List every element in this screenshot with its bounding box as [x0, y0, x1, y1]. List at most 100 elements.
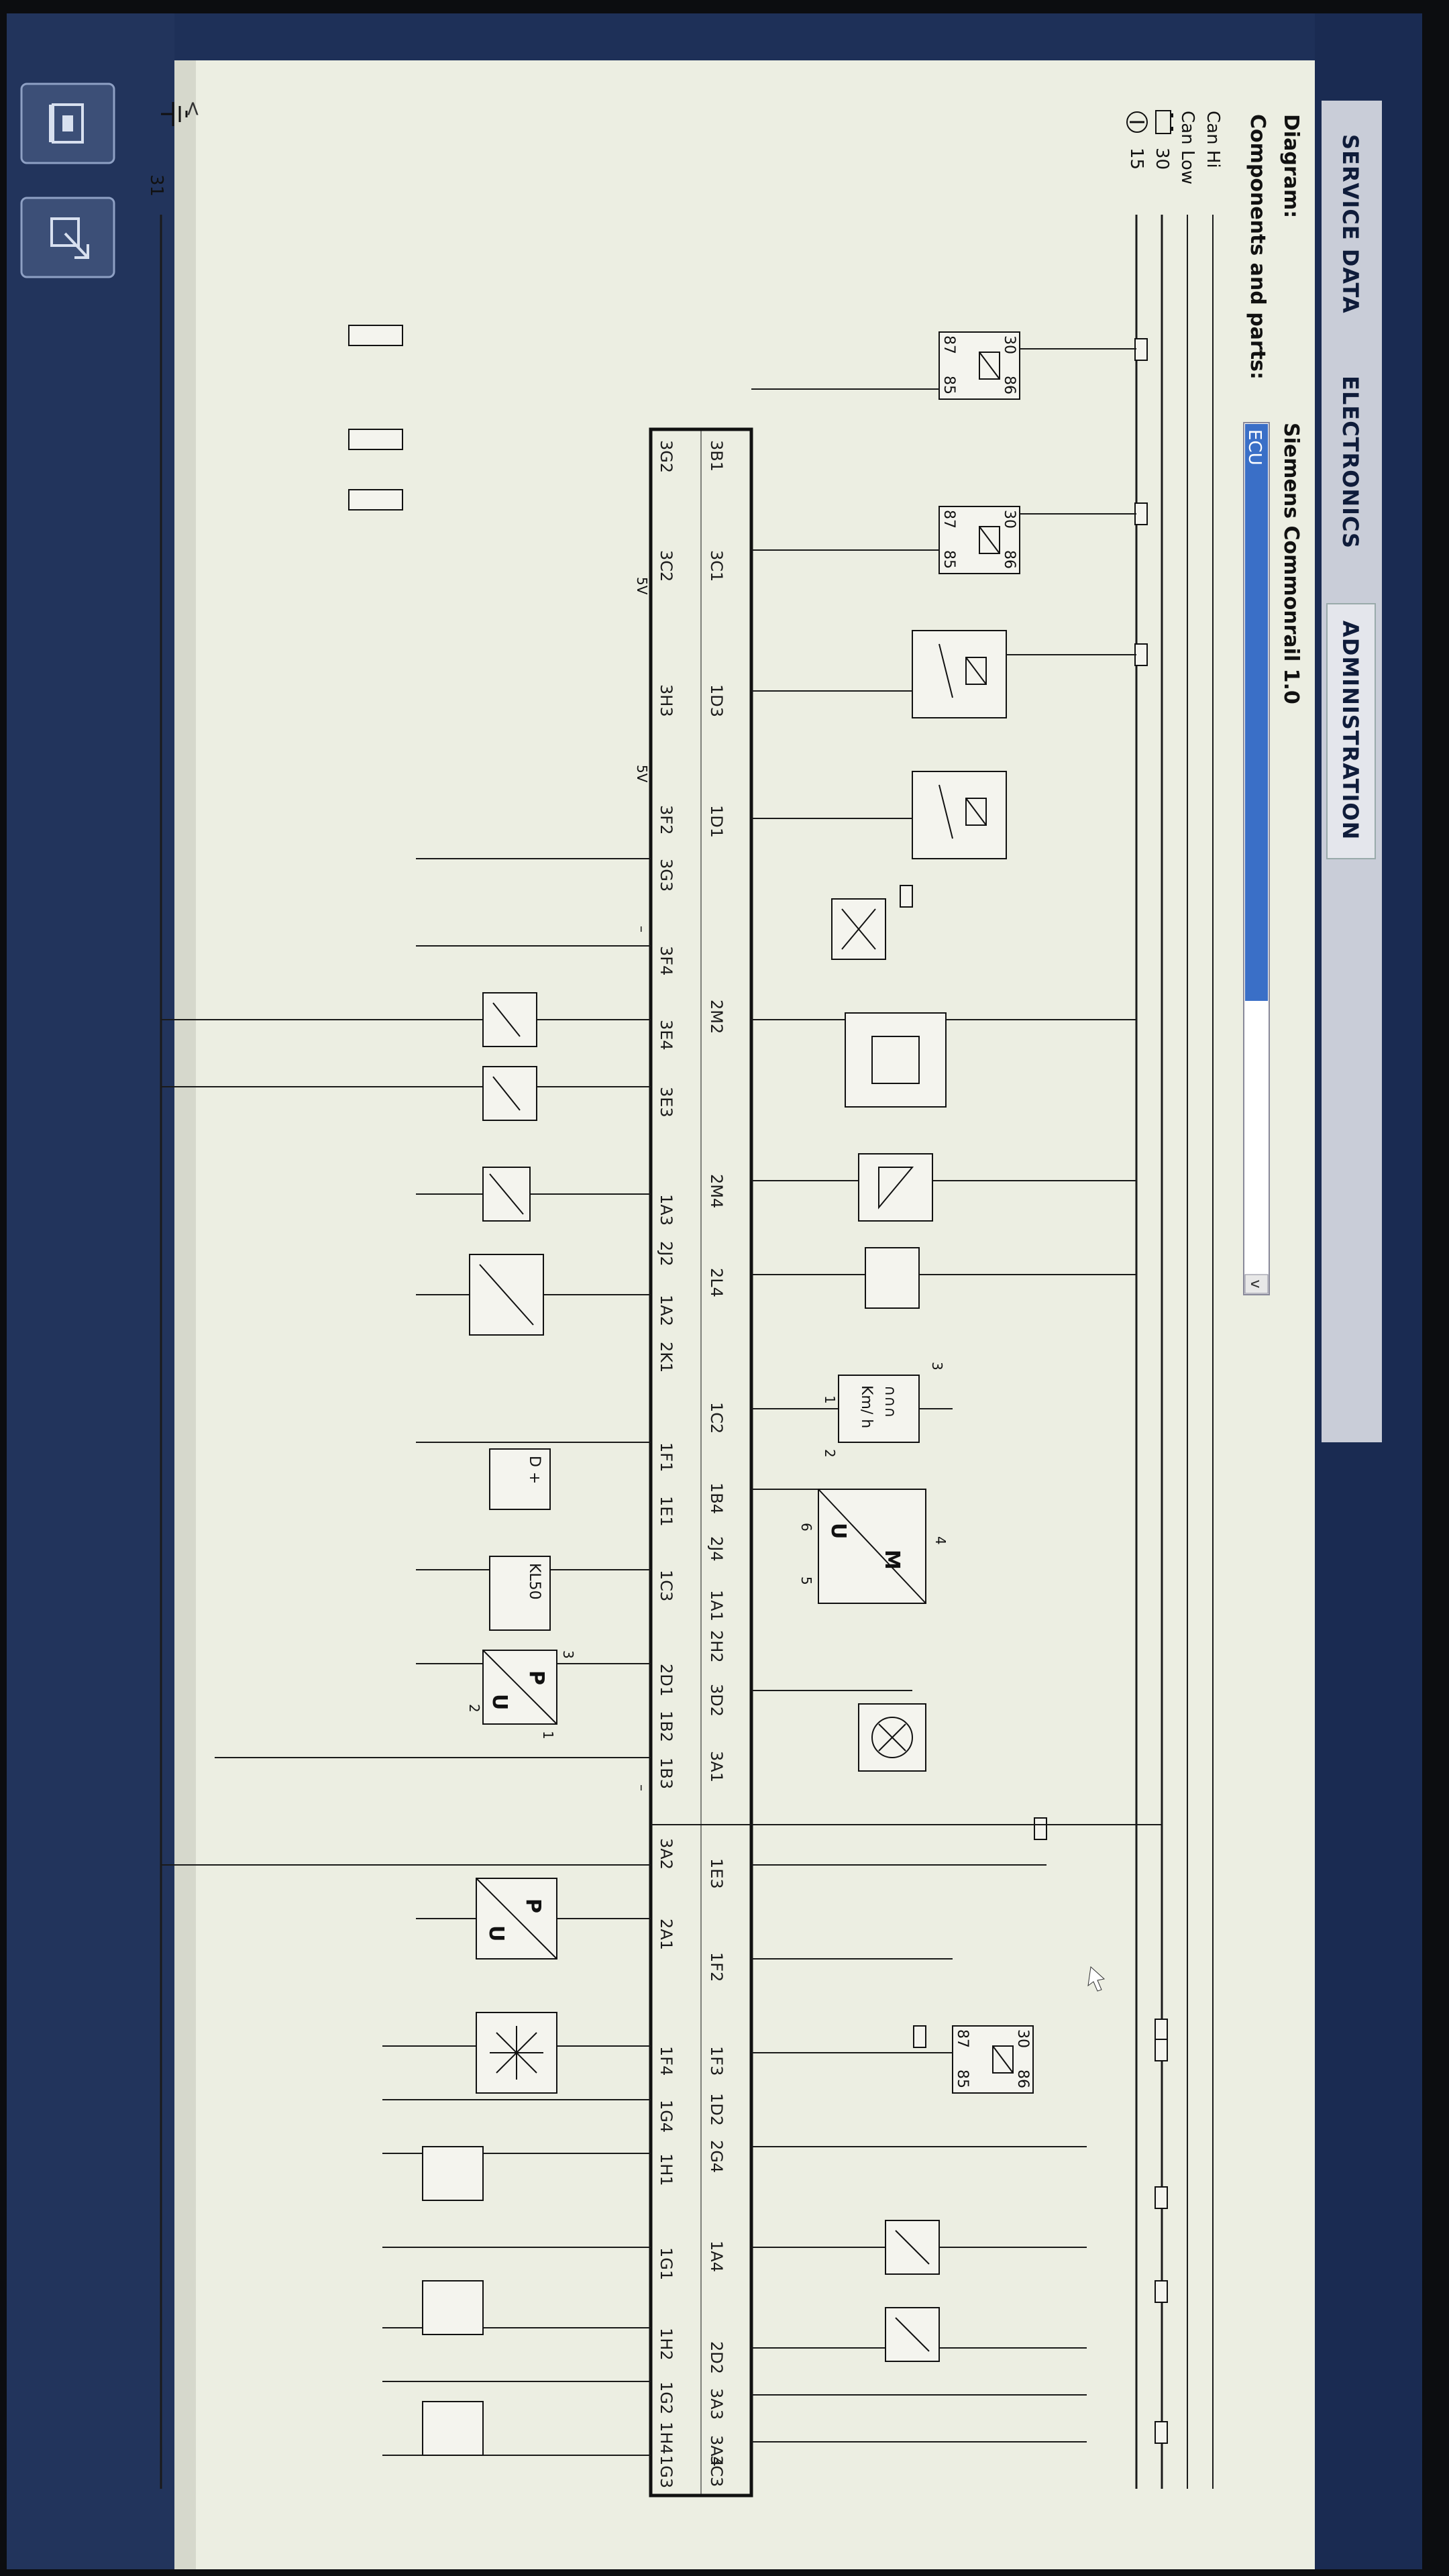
ecu-pin: 1G4	[657, 2100, 676, 2133]
ecu-pin: 3G2	[657, 440, 676, 473]
glow-relay: 30 86 87 85	[952, 2025, 1034, 2094]
glow-plug	[348, 325, 403, 511]
rail-label-31: 31	[146, 174, 166, 197]
ecu-pin: 2M2	[707, 1000, 726, 1034]
svg-text:P: P	[525, 1670, 548, 1685]
svg-text:D +: D +	[526, 1456, 543, 1484]
svg-text:U: U	[484, 1925, 508, 1941]
svg-text:–: –	[634, 926, 650, 932]
components-select[interactable]: ECU v	[1243, 422, 1270, 1295]
air-temp-sensor-icon	[469, 1254, 544, 1336]
tool-button-export[interactable]	[20, 197, 115, 278]
svg-text:1: 1	[822, 1395, 838, 1404]
starter-kl50: KL50	[489, 1556, 551, 1631]
ignition-key-icon	[1126, 111, 1148, 133]
tool-button-diagnostic[interactable]	[20, 83, 115, 164]
svg-text:86: 86	[1014, 2070, 1031, 2088]
ecu-pin: 3G3	[657, 859, 676, 892]
components-label: Components and parts:	[1246, 114, 1269, 380]
svg-text:5: 5	[798, 1576, 814, 1585]
ecu-pin: 1F4	[657, 2046, 676, 2076]
ecu-pin: 3C3	[707, 2455, 726, 2487]
ecu-pin: 1F3	[707, 2046, 726, 2076]
injector-icon	[422, 2146, 484, 2456]
svg-text:85: 85	[954, 2070, 971, 2088]
ecu-pin: 2A1	[657, 1919, 676, 1950]
diagnostic-tool-icon	[49, 103, 84, 144]
ecu-pin: 3H3	[657, 684, 676, 717]
ecu-pin: 1G3	[657, 2455, 676, 2488]
brake-switch	[482, 1066, 537, 1121]
ecu-pin: 3A3	[707, 2388, 726, 2420]
fan-relay-1	[912, 630, 1007, 718]
ecu-pin: 2M4	[707, 1174, 726, 1208]
svg-text:–: –	[634, 1784, 650, 1791]
alternator-dplus: D +	[489, 1448, 551, 1510]
svg-text:30: 30	[1001, 335, 1018, 354]
rail-pressure-sensor: P U 3 2 1	[466, 1650, 576, 1739]
fuse	[900, 338, 1168, 2444]
svg-text:87: 87	[954, 2029, 971, 2048]
tab-service-data[interactable]: SERVICE DATA	[1338, 134, 1363, 314]
ecu-pin: 2L4	[707, 1268, 726, 1297]
ecu-pin: 3E3	[657, 1087, 676, 1118]
tab-electronics[interactable]: ELECTRONICS	[1338, 376, 1363, 549]
svg-text:M: M	[880, 1550, 904, 1570]
screen: < SERVICE DATA ELECTRONICS ADMINISTRATIO…	[7, 13, 1422, 2569]
svg-text:6: 6	[798, 1523, 814, 1532]
svg-text:86: 86	[1001, 550, 1018, 569]
ecu-pin: 1D2	[707, 2093, 726, 2126]
svg-text:ELECTRONICS: ELECTRONICS	[1338, 376, 1363, 549]
collapse-button[interactable]: <	[181, 100, 205, 117]
svg-text:30: 30	[1014, 2029, 1031, 2048]
ecu-pins-top: 3B1 3C1 1D3 1D1 2M2 2M4 2L4 1C2 1B4 2J4 …	[707, 440, 726, 2487]
battery-icon	[1155, 110, 1173, 134]
ecu-pin: 1C3	[657, 1570, 676, 1601]
svg-text:5V: 5V	[634, 765, 650, 783]
ecu-pin: 3F4	[657, 946, 676, 975]
ecu-pin: 1H1	[657, 2153, 676, 2186]
ecu-pin: 2G4	[707, 2140, 726, 2173]
svg-text:2: 2	[822, 1449, 838, 1458]
svg-text:3: 3	[560, 1650, 576, 1659]
ecu-pin: 3C1	[707, 550, 726, 582]
svg-text:87: 87	[941, 510, 957, 529]
ecu-pin: 1B3	[657, 1758, 676, 1789]
ecu-pin: 2J4	[707, 1536, 726, 1562]
svg-text:KL50: KL50	[526, 1563, 543, 1600]
ecu-pin: 1F2	[707, 1952, 726, 1982]
svg-text:86: 86	[1001, 376, 1018, 394]
ecu-pin: 1G1	[657, 2247, 676, 2280]
svg-text:1: 1	[540, 1731, 556, 1739]
svg-text:85: 85	[941, 376, 957, 394]
rail-label-can-low: Can Low	[1177, 111, 1197, 184]
ground-icon	[161, 102, 188, 126]
svg-text:3: 3	[929, 1362, 945, 1371]
tab-administration[interactable]: ADMINISTRATION	[1326, 603, 1376, 859]
fan-relay-2	[912, 771, 1007, 859]
ecu-pin: 2D2	[707, 2341, 726, 2374]
rail-label-30: 30	[1152, 148, 1172, 170]
crank-sensor-icon	[476, 2012, 557, 2094]
ecu-pin: 1C2	[707, 1402, 726, 1434]
ecu-pin: 2D1	[657, 1664, 676, 1697]
ecu-pin: 1F1	[657, 1442, 676, 1472]
ecu-pin: 1H2	[657, 2328, 676, 2361]
ecu-pin: 3E4	[657, 1020, 676, 1051]
chevron-left-icon: <	[181, 100, 205, 117]
main-relay-1: 30 86 87 85	[938, 331, 1020, 400]
ecu-pin: 1B2	[657, 1711, 676, 1742]
svg-text:Km/ h: Km/ h	[858, 1385, 875, 1428]
svg-text:30: 30	[1001, 510, 1018, 529]
ecu-pin: 1G2	[657, 2381, 676, 2414]
svg-text:U: U	[488, 1694, 511, 1710]
ecu-pin: 2H2	[707, 1630, 726, 1663]
diagram-label: Diagram:	[1279, 114, 1303, 218]
ecu-pin: 1A1	[707, 1590, 726, 1621]
svg-text:U: U	[826, 1523, 850, 1539]
components-value: ECU	[1244, 429, 1265, 466]
egr-motor-unit: M U 4 5 6	[798, 1489, 949, 1604]
svg-text:5V: 5V	[634, 577, 650, 595]
clutch-switch	[482, 992, 537, 1047]
diagram-value: Siemens Commonrail 1.0	[1279, 423, 1303, 704]
